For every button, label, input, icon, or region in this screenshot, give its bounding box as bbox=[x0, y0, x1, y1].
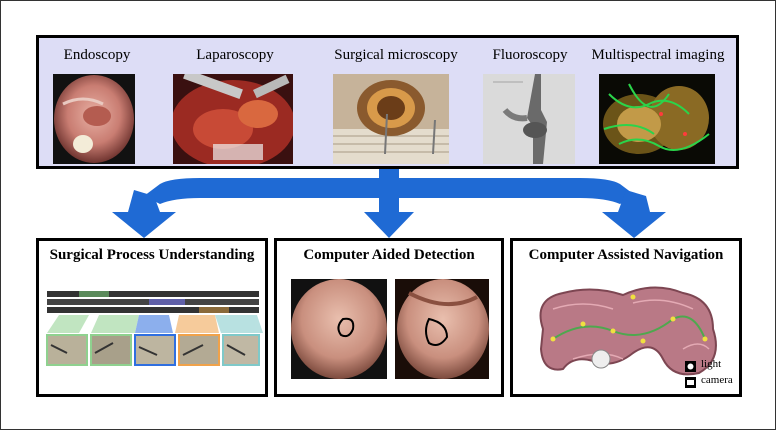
navigation-figure bbox=[539, 286, 717, 388]
detection-figure bbox=[291, 279, 489, 379]
lesion-outline-2 bbox=[425, 317, 449, 346]
colon-model bbox=[539, 286, 717, 376]
phase-frames bbox=[46, 334, 260, 366]
colonoscopy-frame-1 bbox=[291, 279, 387, 379]
legend-camera-label: camera bbox=[701, 374, 733, 386]
modality-label-surgical-microscopy: Surgical microscopy bbox=[334, 47, 458, 63]
arrow-center bbox=[364, 190, 414, 238]
fluoroscopy-image bbox=[483, 74, 575, 164]
lesion-outline-1 bbox=[337, 317, 355, 338]
colonoscopy-frame-2 bbox=[395, 279, 489, 379]
computer-assisted-navigation-title: Computer Assisted Navigation bbox=[528, 247, 724, 263]
arrow-left bbox=[112, 190, 176, 238]
camera-icon bbox=[685, 377, 696, 388]
computer-aided-detection-title: Computer Aided Detection bbox=[303, 247, 475, 263]
computer-assisted-navigation-panel: Computer Assisted Navigation li bbox=[510, 238, 742, 397]
multispectral-image bbox=[599, 74, 715, 164]
imaging-modalities-panel: Endoscopy Laparoscopy bbox=[36, 35, 739, 169]
surgical-microscopy-image bbox=[333, 74, 449, 164]
surgical-process-figure bbox=[46, 291, 263, 366]
laparoscopy-image bbox=[173, 74, 293, 164]
phase-timeline-bars bbox=[47, 291, 259, 313]
modality-label-laparoscopy: Laparoscopy bbox=[196, 47, 274, 63]
surgical-process-title: Surgical Process Understanding bbox=[49, 247, 255, 263]
modality-label-endoscopy: Endoscopy bbox=[63, 47, 131, 63]
computer-aided-detection-panel: Computer Aided Detection bbox=[274, 238, 504, 397]
light-icon bbox=[685, 361, 696, 372]
arrow-right bbox=[602, 190, 666, 238]
surgical-process-panel: Surgical Process Understanding bbox=[36, 238, 268, 397]
modality-label-fluoroscopy: Fluoroscopy bbox=[492, 47, 568, 63]
endoscopy-image bbox=[53, 74, 135, 164]
modality-label-multispectral: Multispectral imaging bbox=[591, 47, 725, 63]
legend-light-label: light bbox=[701, 358, 722, 370]
